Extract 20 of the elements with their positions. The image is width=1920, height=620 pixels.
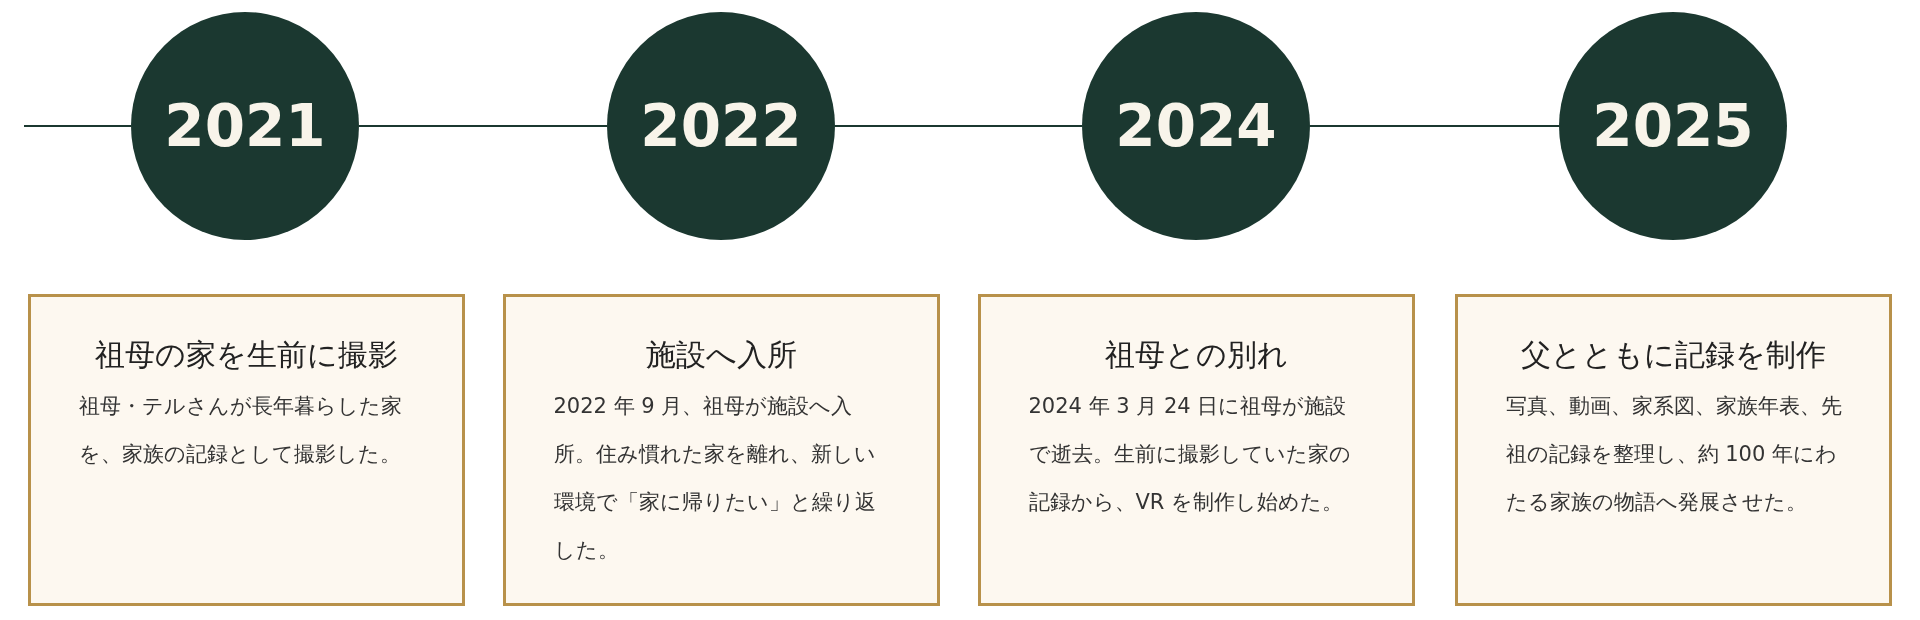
event-description: 2022 年 9 月、祖母が施設へ入所。住み慣れた家を離れ、新しい環境で「家に帰りたい」と繰り返した。: [553, 393, 877, 564]
year-label: 2024: [1115, 92, 1277, 160]
event-card: [503, 294, 940, 606]
timeline-connector: [358, 125, 608, 127]
event-title: 祖母との別れ: [1105, 336, 1288, 374]
event-title: 施設へ入所: [646, 336, 797, 374]
year-label: 2021: [164, 92, 326, 160]
event-title: 祖母の家を生前に撮影: [95, 336, 398, 374]
event-card: [28, 294, 465, 606]
event-card: [1455, 294, 1892, 606]
year-label: 2025: [1592, 92, 1754, 160]
event-title: 父とともに記録を制作: [1521, 336, 1826, 374]
event-description: 写真、動画、家系図、家族年表、先祖の記録を整理し、約 100 年にわたる家族の物語へ発展させた。: [1505, 393, 1842, 516]
event-card: [978, 294, 1415, 606]
timeline-connector: [23, 125, 132, 127]
event-description: 祖母・テルさんが長年暮らした家を、家族の記録として撮影した。: [78, 393, 403, 468]
event-description: 2024 年 3 月 24 日に祖母が施設で逝去。生前に撮影していた家の記録から、VR を制作し始めた。: [1028, 393, 1352, 516]
year-label: 2022: [640, 92, 802, 160]
timeline-connector: [1309, 125, 1560, 127]
timeline-connector: [834, 125, 1083, 127]
